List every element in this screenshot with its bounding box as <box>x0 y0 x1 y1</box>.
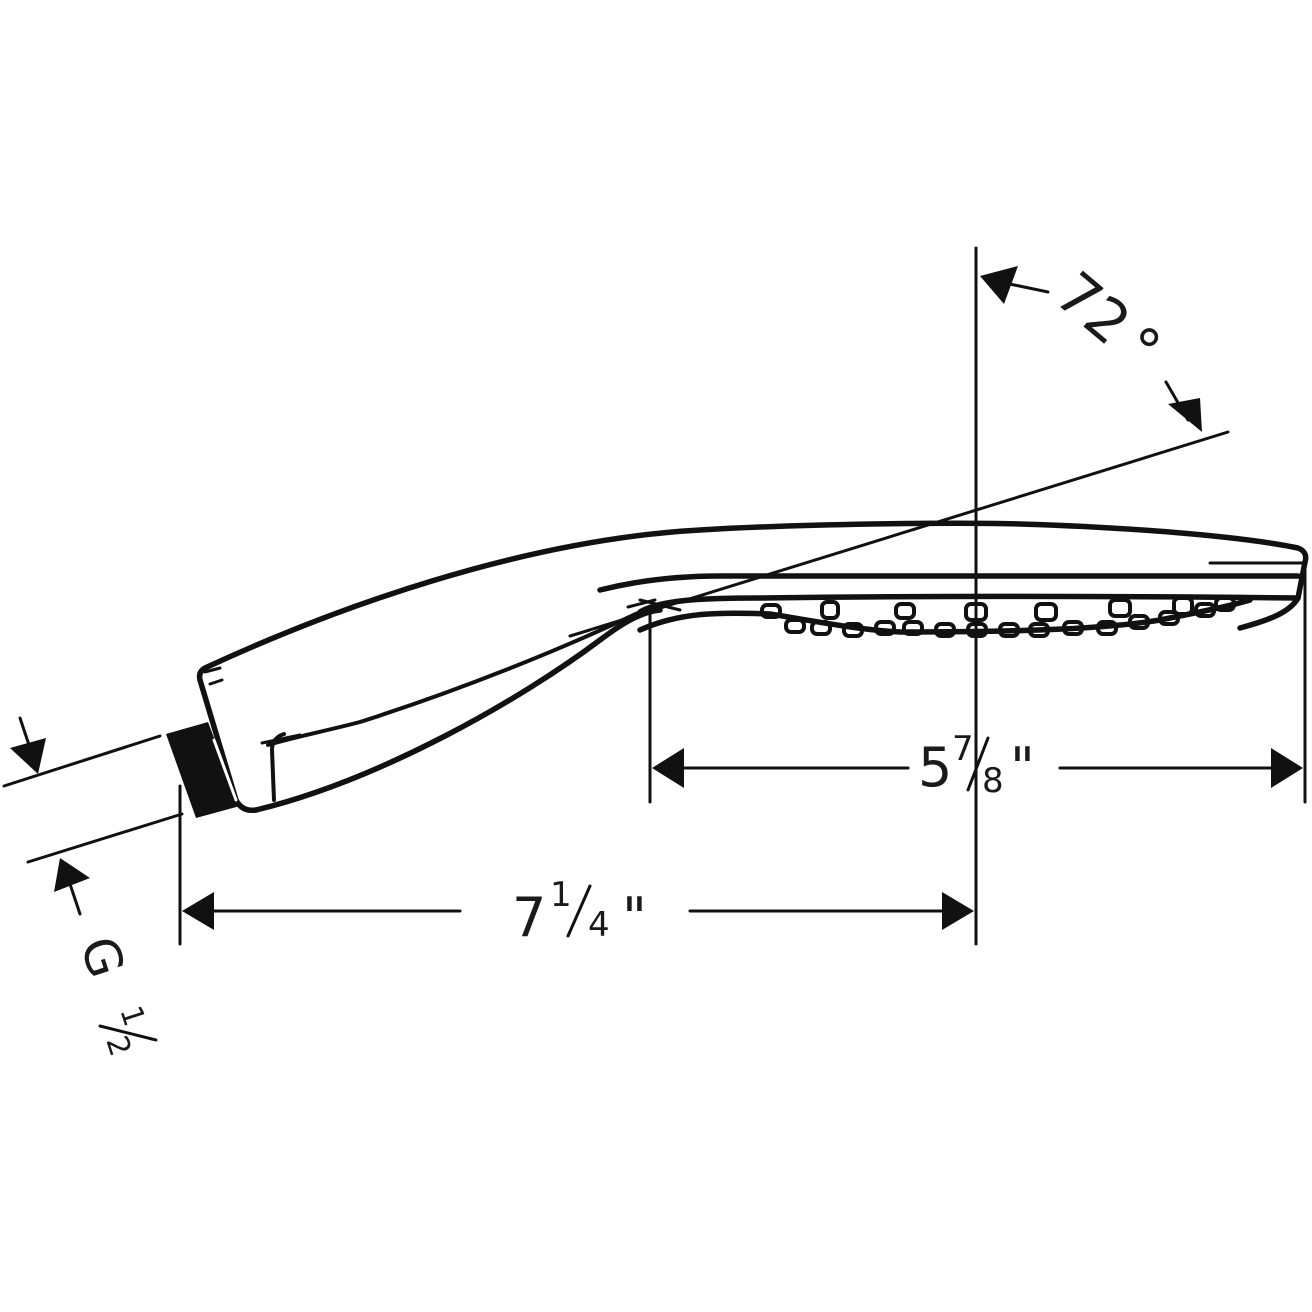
thread-arrow-top <box>10 738 46 774</box>
spray-face-length-numerator: 7 <box>952 729 974 769</box>
arrow-right <box>942 892 974 930</box>
arrow-right <box>1271 748 1303 788</box>
angle-label: 72° <box>1043 259 1173 384</box>
thread-label-denominator: 2 <box>98 1032 137 1061</box>
arrow-left <box>652 748 684 788</box>
angle-arrow-end <box>1168 398 1202 432</box>
overall-length-unit: " <box>622 886 647 949</box>
thread-dimension: G 1 2 <box>2 716 184 1061</box>
spray-face-length-dimension: 5 7 8 " <box>648 568 1307 804</box>
thread-arrow-bottom <box>54 858 90 892</box>
thread-label-prefix: G <box>69 930 136 985</box>
spray-nozzles <box>760 596 1236 638</box>
spray-face-length-denominator: 8 <box>982 761 1004 801</box>
threaded-connector <box>166 666 240 818</box>
spray-face-length-whole: 5 <box>918 736 952 799</box>
arrow-left <box>182 892 214 930</box>
thread-label-numerator: 1 <box>112 1002 151 1031</box>
overall-length-denominator: 4 <box>588 905 610 945</box>
angle-arrow-start <box>980 266 1018 304</box>
overall-length-numerator: 1 <box>550 875 572 915</box>
spray-face-length-unit: " <box>1010 736 1035 799</box>
overall-length-dimension: 7 1 4 " <box>178 784 974 949</box>
overall-length-whole: 7 <box>512 886 546 949</box>
